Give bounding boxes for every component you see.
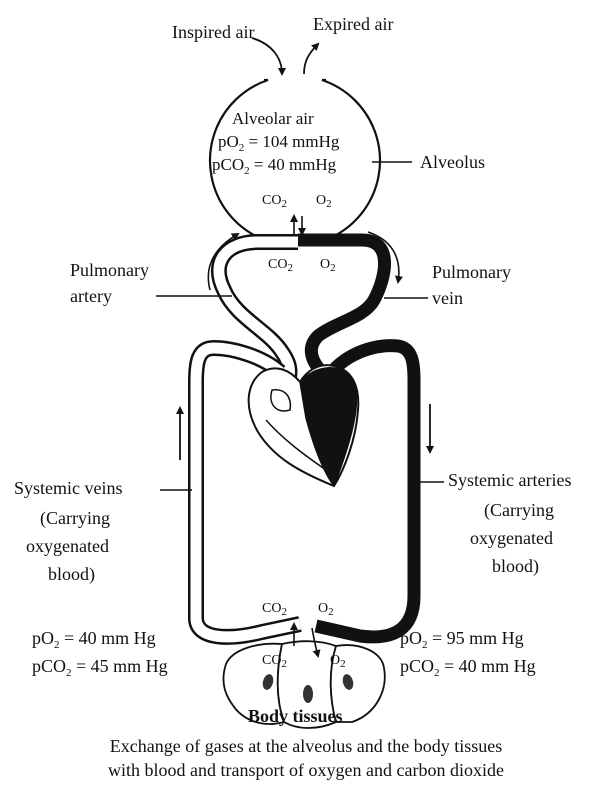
systemic-veins-label-4: blood): [48, 564, 95, 585]
body-tissues-label: Body tissues: [248, 706, 343, 726]
systemic-arteries-label-4: blood): [492, 556, 539, 577]
alveolar-air-label: Alveolar air: [232, 109, 314, 128]
caption-line-1: Exchange of gases at the alveolus and th…: [110, 736, 502, 756]
inspired-air-label: Inspired air: [172, 22, 254, 42]
heart: [249, 365, 359, 486]
cell-nucleus-middle: [303, 685, 313, 703]
inspired-air-arrow: [252, 38, 282, 74]
alveolar-po2-label: pO2 = 104 mmHg: [218, 132, 340, 154]
expired-air-label: Expired air: [313, 14, 393, 34]
pulmonary-artery-label-1: Pulmonary: [70, 260, 149, 280]
alveolar-pco2-label: pCO2 = 40 mmHg: [212, 155, 337, 177]
capillary-o2-label: O2: [320, 257, 336, 274]
systemic-veins-label-2: (Carrying: [40, 508, 110, 529]
expired-air-arrow: [304, 44, 318, 74]
capillary-co2-label: CO2: [268, 257, 293, 274]
tissue-left-pco2-label: pCO2 = 45 mm Hg: [32, 656, 168, 679]
systemic-arteries-label-1: Systemic arteries: [448, 470, 571, 490]
pulmonary-vein-label-1: Pulmonary: [432, 262, 511, 282]
tissue-capillary-o2-label: O2: [318, 601, 334, 618]
pulmonary-artery-label-2: artery: [70, 286, 112, 306]
pulmonary-vein-label-2: vein: [432, 288, 463, 308]
tissue-right-po2-label: pO2 = 95 mm Hg: [400, 628, 524, 651]
tissue-capillary-co2-label: CO2: [262, 601, 287, 618]
systemic-veins-label-3: oxygenated: [26, 536, 109, 556]
systemic-veins-label-1: Systemic veins: [14, 478, 123, 498]
systemic-arteries-label-3: oxygenated: [470, 528, 553, 548]
systemic-arteries-label-2: (Carrying: [484, 500, 554, 521]
tissue-left-po2-label: pO2 = 40 mm Hg: [32, 628, 156, 651]
alveolus-label: Alveolus: [420, 152, 485, 172]
caption-line-2: with blood and transport of oxygen and c…: [108, 760, 504, 780]
tissue-right-pco2-label: pCO2 = 40 mm Hg: [400, 656, 536, 679]
